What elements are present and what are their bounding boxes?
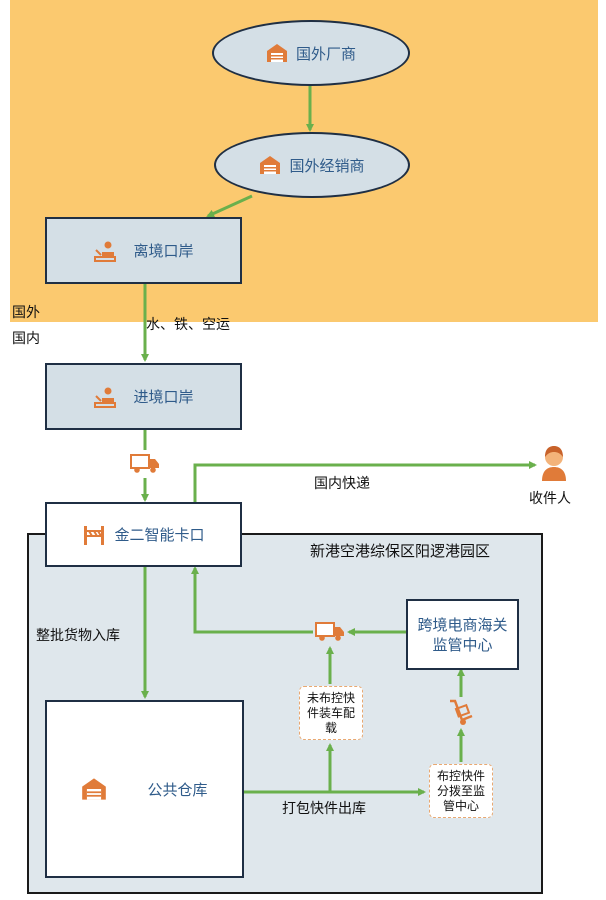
truck-icon [130, 452, 160, 474]
uncontrolled-loading-label: 未布控快件装车配载 [306, 690, 355, 735]
warehouse-icon [266, 43, 288, 63]
foreign-distributor-node: 国外经销商 [214, 132, 410, 198]
customs-center-label: 跨境电商海关监管中心 [417, 615, 508, 654]
exit-port-label: 离境口岸 [133, 242, 194, 260]
entry-port-node: 进境口岸 [45, 363, 242, 430]
uncontrolled-loading-node: 未布控快件装车配载 [299, 686, 363, 740]
customs-center-node: 跨境电商海关监管中心 [406, 599, 519, 670]
warehouse-icon [259, 155, 281, 175]
packed-outbound-label: 打包快件出库 [282, 801, 366, 817]
customs-officer-icon [93, 240, 117, 262]
jiner-gate-node: 金二智能卡口 [45, 502, 242, 567]
park-title: 新港空港综保区阳逻港园区 [310, 542, 491, 560]
warehouse-icon [81, 777, 107, 801]
domestic-zone-label: 国内 [12, 331, 40, 347]
exit-port-node: 离境口岸 [45, 217, 242, 284]
public-warehouse-node: 公共仓库 [45, 700, 244, 878]
foreign-manufacturer-label: 国外厂商 [295, 44, 356, 63]
person-icon [538, 444, 570, 482]
public-warehouse-label: 公共仓库 [147, 780, 208, 799]
hand-truck-icon [446, 698, 474, 726]
transport-mode-label: 水、铁、空运 [146, 317, 230, 333]
entry-port-label: 进境口岸 [133, 388, 194, 406]
jiner-gate-label: 金二智能卡口 [114, 526, 205, 544]
controlled-sorting-label: 布控快件分拨至监管中心 [436, 768, 485, 813]
foreign-distributor-label: 国外经销商 [289, 156, 365, 175]
controlled-sorting-node: 布控快件分拨至监管中心 [429, 764, 493, 818]
foreign-zone-label: 国外 [12, 305, 40, 321]
customs-officer-icon [93, 386, 117, 408]
bulk-inbound-label: 整批货物入库 [36, 628, 120, 644]
foreign-manufacturer-node: 国外厂商 [212, 20, 410, 86]
recipient-label: 收件人 [529, 491, 571, 507]
gate-barrier-icon [82, 524, 106, 546]
truck-icon [315, 620, 345, 642]
domestic-express-label: 国内快递 [314, 476, 370, 492]
